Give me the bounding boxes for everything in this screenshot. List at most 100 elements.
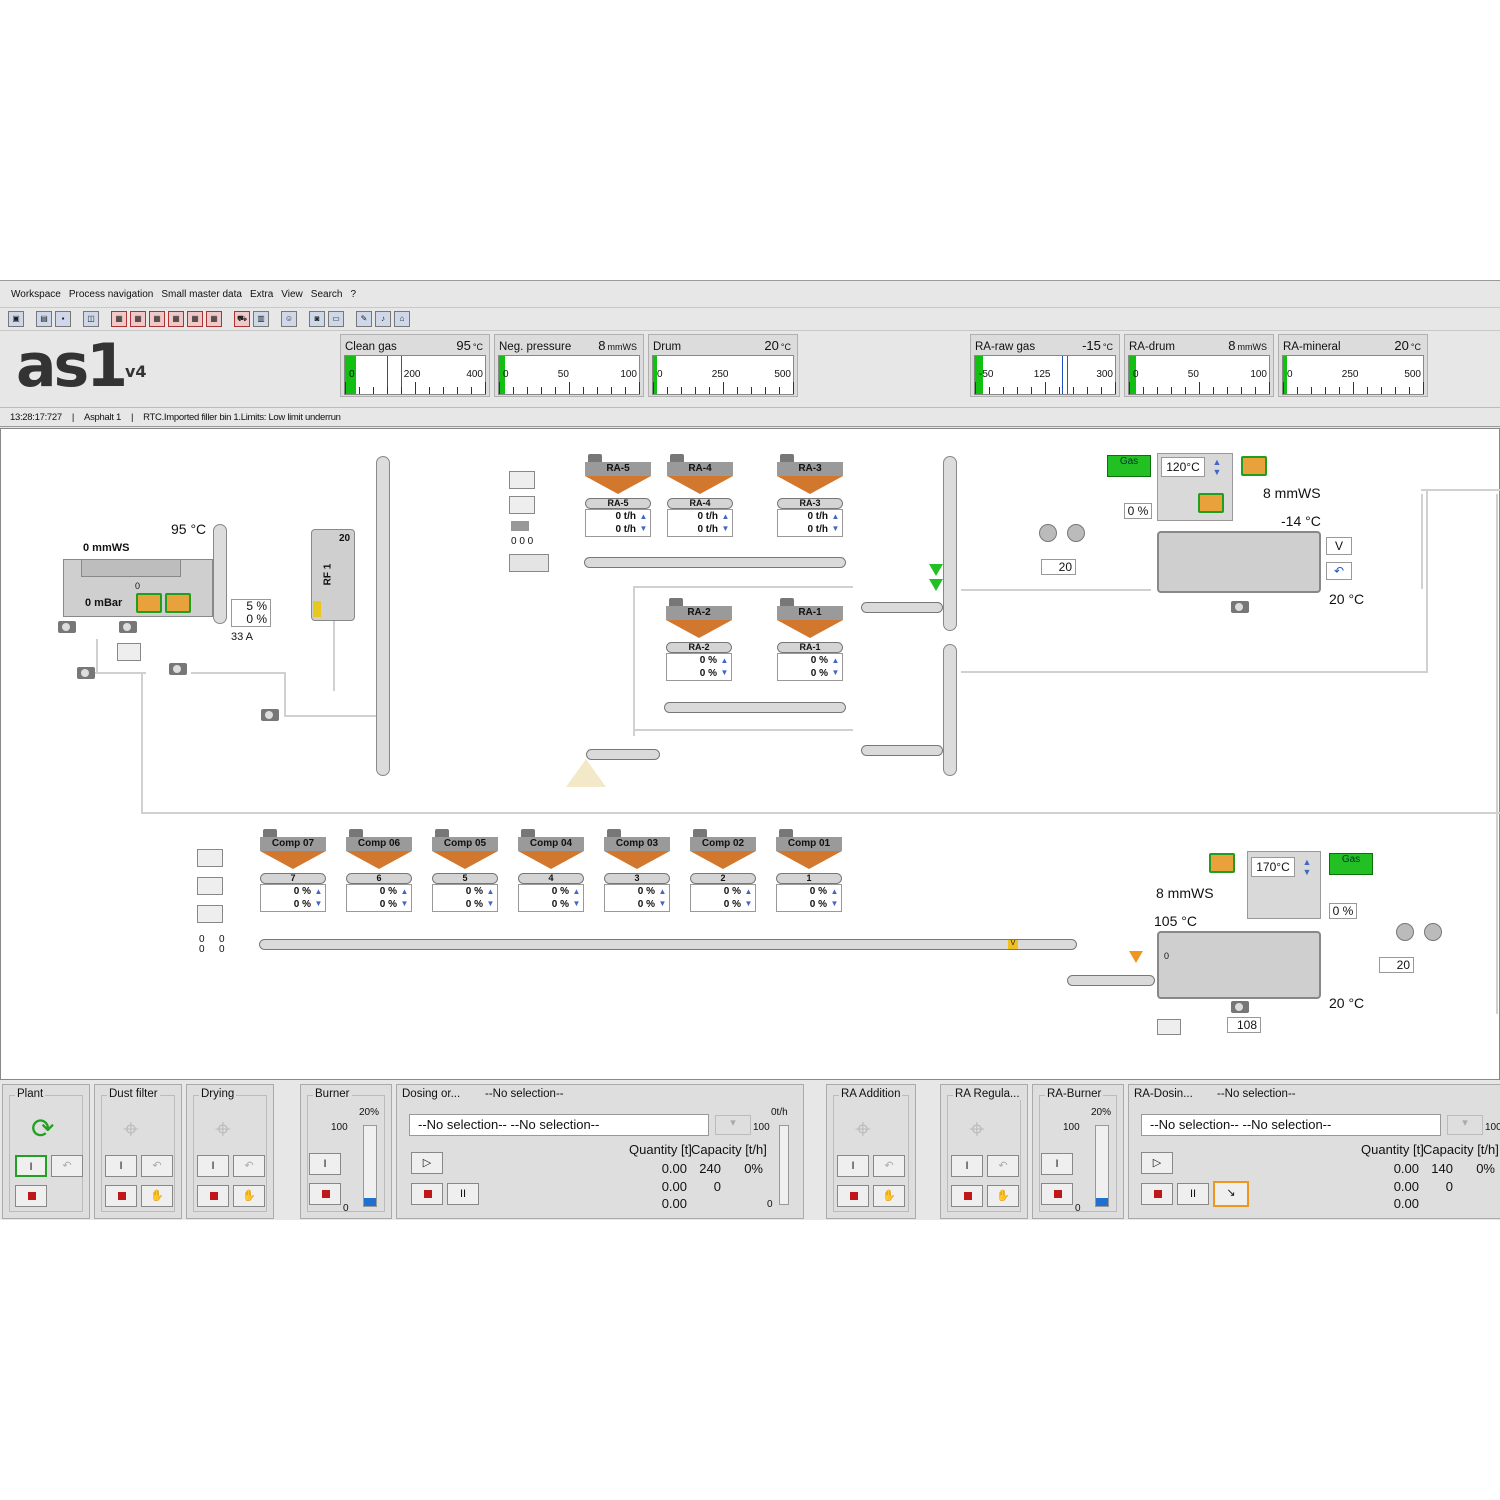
ra-addition-reset-button[interactable]: ↶ [873,1155,905,1177]
dosing-stop-button[interactable] [411,1183,443,1205]
menu-small-master-data[interactable]: Small master data [161,288,242,300]
ra-burner-level-bar[interactable] [1095,1125,1109,1207]
open-folder-icon[interactable]: ▤ [36,311,52,327]
report-3-icon[interactable]: ▦ [149,311,165,327]
sound-icon[interactable]: ♪ [375,311,391,327]
feeder-values[interactable]: 0 %0 %▲▼ [777,653,843,681]
ra-sequence-icon[interactable] [509,496,535,514]
ra-regulation-hand-button[interactable]: ✋ [987,1185,1019,1207]
comp-valve-icon[interactable] [1129,951,1143,963]
feeder-values[interactable]: 0 %0 %▲▼ [776,884,842,912]
ra-regulation-stop-button[interactable] [951,1185,983,1207]
feeder-values[interactable]: 0 %0 %▲▼ [666,653,732,681]
ra-dosing-pause-button[interactable]: II [1177,1183,1209,1205]
report-2-icon[interactable]: ▦ [130,311,146,327]
feeder-values[interactable]: 0 %0 %▲▼ [260,884,326,912]
ra-manual-hand-icon[interactable] [1241,456,1267,476]
bin-hopper[interactable]: Comp 02 [690,829,756,877]
feeder-stepper[interactable]: ▲▼ [400,887,409,908]
filter-motor-5[interactable] [261,709,279,721]
main-setpoint[interactable]: 170°C [1251,857,1295,877]
filter-hand-icon-2[interactable] [165,593,191,613]
ra-setpoint[interactable]: 120°C [1161,457,1205,477]
feeder-stepper[interactable]: ▲▼ [830,887,839,908]
ra-dosing-options-dropdown[interactable]: ▾ [1447,1115,1483,1135]
main-fan-value[interactable]: 20 [1379,957,1414,973]
screen-icon[interactable]: ◙ [309,311,325,327]
report-6-icon[interactable]: ▦ [206,311,222,327]
ra-valve-icon-1[interactable] [929,564,943,576]
plant-reset-button[interactable]: ↶ [51,1155,83,1177]
ra-addition-stop-button[interactable] [837,1185,869,1207]
menu-process-navigation[interactable]: Process navigation [68,288,154,300]
drying-stop-button[interactable] [197,1185,229,1207]
dosing-pause-button[interactable]: II [447,1183,479,1205]
filter-motor-4[interactable] [169,663,187,675]
bin-hopper[interactable]: Comp 04 [518,829,584,877]
edit-icon[interactable]: ✎ [356,311,372,327]
ra-screw-icon[interactable] [509,471,535,489]
ra-dosing-recipe-select[interactable]: --No selection-- --No selection-- [1141,1114,1441,1136]
ra-undo-icon[interactable]: ↶ [1326,562,1352,580]
home-icon[interactable]: ⌂ [394,311,410,327]
menu-help[interactable]: ? [350,288,357,300]
menu-search[interactable]: Search [310,288,343,300]
feeder-stepper[interactable]: ▲▼ [720,656,729,677]
dust-filter-hand-button[interactable]: ✋ [141,1185,173,1207]
feeder-values[interactable]: 0 %0 %▲▼ [690,884,756,912]
dosing-options-dropdown[interactable]: ▾ [715,1115,751,1135]
filter-screw-icon[interactable] [117,643,141,661]
report-1-icon[interactable]: ▦ [111,311,127,327]
main-drum-motor[interactable] [1231,1001,1249,1013]
save-icon[interactable]: ▪ [55,311,71,327]
report-4-icon[interactable]: ▦ [168,311,184,327]
feeder-stepper[interactable]: ▲▼ [314,887,323,908]
ra-valve-icon-2[interactable] [929,579,943,591]
filter-hand-icon-1[interactable] [136,593,162,613]
ra-fan-icon-1[interactable] [1039,524,1057,542]
bin-hopper[interactable]: RA-2 [666,598,732,646]
bin-hopper[interactable]: Comp 07 [260,829,326,877]
drying-reset-button[interactable]: ↶ [233,1155,265,1177]
calculator-icon[interactable]: ▥ [253,311,269,327]
ra-v-button[interactable]: V [1326,537,1352,555]
feeder-stepper[interactable]: ▲▼ [831,512,840,533]
ra-addition-start-button[interactable]: I [837,1155,869,1177]
bin-hopper[interactable]: Comp 05 [432,829,498,877]
plant-start-button[interactable]: I [15,1155,47,1177]
dust-filter-reset-button[interactable]: ↶ [141,1155,173,1177]
feeder-values[interactable]: 0 %0 %▲▼ [432,884,498,912]
dosing-recipe-select[interactable]: --No selection-- --No selection-- [409,1114,709,1136]
process-view-icon[interactable]: ◫ [83,311,99,327]
burner-start-button[interactable]: I [309,1153,341,1175]
bin-hopper[interactable]: Comp 01 [776,829,842,877]
ra-regulation-start-button[interactable]: I [951,1155,983,1177]
burner-level-bar[interactable] [363,1125,377,1207]
bin-hopper[interactable]: RA-4 [667,454,733,502]
user-icon[interactable]: ☺ [281,311,297,327]
menu-extra[interactable]: Extra [249,288,274,300]
bin-hopper[interactable]: RA-1 [777,598,843,646]
ra-burner-hand-icon[interactable] [1198,493,1224,513]
bin-hopper[interactable]: Comp 06 [346,829,412,877]
menu-workspace[interactable]: Workspace [11,288,61,300]
feeder-values[interactable]: 0 %0 %▲▼ [346,884,412,912]
feeder-stepper[interactable]: ▲▼ [639,512,648,533]
main-manual-hand-icon[interactable] [1209,853,1235,873]
main-setpoint-stepper[interactable]: ▲▼ [1302,857,1312,877]
printer-icon[interactable]: ▭ [328,311,344,327]
feeder-stepper[interactable]: ▲▼ [486,887,495,908]
truck-icon[interactable]: ⛟ [234,311,250,327]
burner-stop-button[interactable] [309,1183,341,1205]
new-window-icon[interactable]: ▣ [8,311,24,327]
ra-regulation-reset-button[interactable]: ↶ [987,1155,1019,1177]
ra-dosing-stop-button[interactable] [1141,1183,1173,1205]
ra-fan-icon-2[interactable] [1067,524,1085,542]
drying-start-button[interactable]: I [197,1155,229,1177]
dust-filter-stop-button[interactable] [105,1185,137,1207]
ra-dosing-recipe-tab[interactable]: --No selection-- [1215,1088,1298,1100]
ra-addition-hand-button[interactable]: ✋ [873,1185,905,1207]
